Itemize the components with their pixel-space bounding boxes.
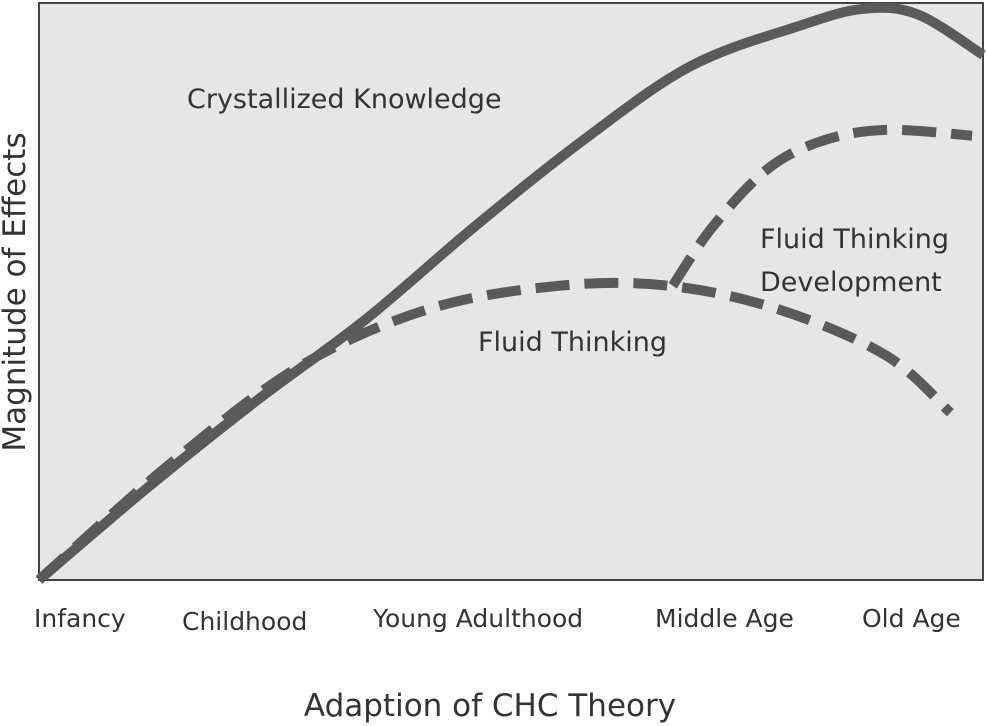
series-label-crystallized-knowledge: Crystallized Knowledge [187,84,502,115]
x-tick-label-middle-age: Middle Age [655,604,794,633]
y-axis-title: Magnitude of Effects [0,132,33,451]
series-line-fluid-thinking-development [668,124,973,289]
x-tick-label-old-age: Old Age [862,604,961,633]
series-label-fluid-thinking-development-line1: Fluid Thinking [760,224,949,255]
x-tick-label-young-adulthood: Young Adulthood [372,604,583,633]
series-label-fluid-thinking: Fluid Thinking [478,327,667,358]
x-tick-label-childhood: Childhood [182,607,307,636]
x-axis-title: Adaption of CHC Theory [304,688,676,724]
series-layer [35,2,986,584]
series-line-fluid-thinking [35,277,954,584]
series-label-fluid-thinking-development-line2: Development [760,267,942,298]
x-tick-label-infancy: Infancy [34,604,126,633]
